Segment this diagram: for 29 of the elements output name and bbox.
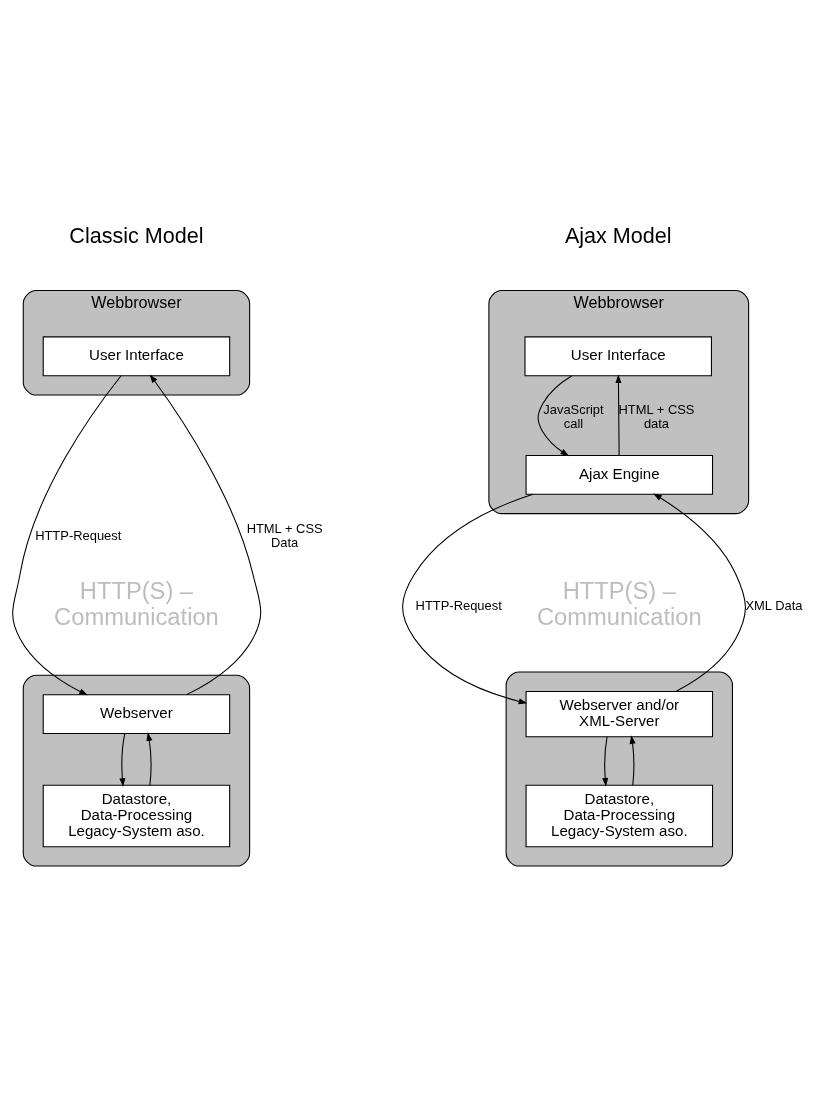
edge-label: HTML + CSS Data	[246, 520, 323, 550]
edge-label: JavaScript call	[543, 402, 604, 432]
cluster	[505, 671, 733, 867]
node-box: Ajax Engine	[525, 454, 714, 495]
arrow	[653, 493, 746, 692]
arrow	[402, 493, 534, 705]
arrow	[119, 733, 126, 787]
edge-label: HTML + CSS data	[618, 402, 695, 432]
node-box: Webserver and/or XML-Server	[525, 690, 714, 738]
label: Classic Model	[69, 223, 204, 249]
label: Ajax Model	[564, 223, 672, 249]
node-box: User Interface	[42, 336, 231, 377]
arrow	[537, 375, 573, 457]
label: HTTP(S) – Communication	[536, 578, 702, 631]
node-box: Webserver	[42, 694, 231, 735]
node-box: Datastore, Data-Processing Legacy-System aso.	[42, 784, 231, 848]
edge-label: XML Data	[745, 597, 803, 613]
arrow	[12, 375, 122, 696]
arrow	[629, 735, 636, 786]
arrow	[615, 374, 622, 456]
edge-label: HTTP-Request	[35, 527, 122, 543]
edge-label: HTTP-Request	[415, 597, 502, 613]
arrow	[149, 374, 262, 696]
node-box: Datastore, Data-Processing Legacy-System aso.	[525, 784, 714, 848]
node-box: User Interface	[524, 336, 712, 377]
arrow	[602, 736, 609, 787]
cluster	[22, 674, 251, 867]
arrow	[146, 732, 153, 786]
label: HTTP(S) – Communication	[54, 578, 219, 631]
